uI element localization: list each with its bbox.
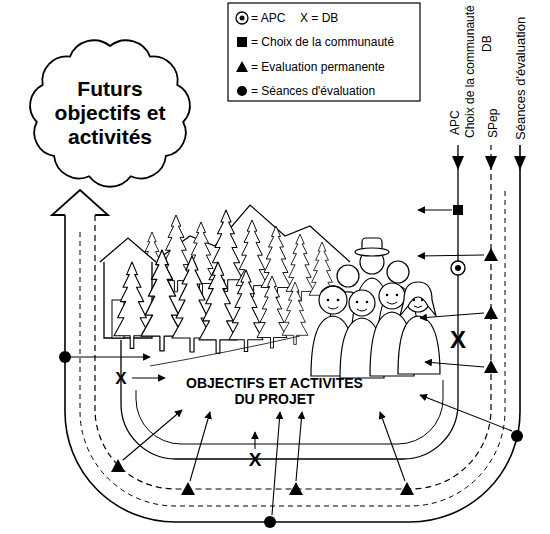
- person-hair: [321, 286, 345, 292]
- leader-lines: [71, 210, 512, 515]
- triangle-symbol: [400, 482, 414, 495]
- eye: [366, 301, 369, 304]
- legend-text: = Evaluation permanente: [251, 60, 385, 74]
- circle-symbol: [59, 351, 71, 363]
- cloud-shape: Futurs objectifs et activités: [25, 35, 195, 190]
- return-arrow: [52, 190, 108, 215]
- db-marker: X: [450, 328, 466, 352]
- house-roof: [100, 238, 156, 262]
- eye: [413, 299, 415, 301]
- choice-axis-label: Choix de la communauté: [463, 5, 477, 138]
- hat-brim: [355, 248, 389, 256]
- leader-arrow: [418, 209, 452, 210]
- track-arrow-head: [452, 156, 464, 170]
- legend-text: = Séances d'évaluation: [251, 84, 375, 98]
- person-head: [349, 290, 375, 316]
- person-head: [387, 261, 409, 283]
- apc-symbol-core: [240, 16, 245, 21]
- legend-box: [228, 3, 420, 101]
- leader-arrow: [71, 356, 150, 357]
- legend-text: X = DB: [300, 11, 338, 25]
- leader-arrow: [296, 412, 302, 481]
- leader-arrow: [190, 412, 210, 481]
- triangle-symbol: [236, 61, 248, 72]
- cloud-outline: [30, 40, 190, 186]
- square-symbol: [453, 205, 463, 215]
- person-head: [337, 265, 359, 287]
- head-scarf: [400, 282, 436, 316]
- triangle-symbol: [484, 360, 498, 373]
- leader-arrow: [418, 255, 484, 256]
- person-head: [379, 283, 405, 309]
- node-text: Futurs objectifs et activités: [45, 77, 175, 149]
- leader-arrow: [425, 362, 484, 367]
- db-marker: X: [115, 370, 126, 387]
- apc-axis-label: APC: [448, 110, 462, 135]
- evaluation-track: [121, 145, 458, 459]
- eye: [396, 294, 399, 297]
- leader-arrow: [420, 395, 512, 431]
- person-head: [319, 286, 347, 314]
- eye: [356, 301, 359, 304]
- leader-arrow: [123, 410, 182, 460]
- pine-tree: [282, 282, 308, 344]
- triangle-symbol: [111, 459, 125, 472]
- leader-arrow: [254, 432, 255, 449]
- leader-arrow: [420, 313, 484, 318]
- leader-arrow: [380, 412, 405, 481]
- smiles: [328, 302, 422, 311]
- triangle-symbol: [289, 482, 303, 495]
- leader-arrow: [132, 377, 165, 378]
- circle-symbol: [237, 86, 247, 96]
- node-text: OBJECTIFS ET ACTIVITES DU PROJET: [177, 375, 372, 407]
- triangle-symbol: [181, 482, 195, 495]
- apc-symbol: [236, 12, 248, 24]
- pine-tree: [229, 270, 263, 352]
- apc-symbol-core: [455, 265, 461, 271]
- mouth: [414, 306, 422, 308]
- eye: [327, 299, 330, 302]
- evaluation-track: [95, 145, 491, 489]
- apc-symbol: [451, 261, 465, 275]
- pine-tree: [257, 276, 287, 348]
- track-arrow-head: [485, 156, 497, 170]
- legend-text: = APC: [251, 11, 285, 25]
- db-marker: X: [249, 450, 262, 469]
- person-body: [398, 316, 440, 374]
- eye: [386, 294, 389, 297]
- triangle-symbol: [484, 306, 498, 319]
- square-symbol: [237, 37, 247, 47]
- track-arrow-head: [514, 156, 526, 170]
- people-group: [311, 238, 440, 378]
- circle-symbol: [511, 430, 523, 442]
- pine-tree: [286, 234, 314, 301]
- eye: [337, 299, 340, 302]
- spep-axis-label: SPep: [486, 109, 500, 138]
- mouth: [328, 307, 338, 309]
- forest-front: [114, 250, 308, 353]
- mouth: [357, 309, 367, 311]
- circle-symbol: [264, 516, 276, 528]
- legend-text: = Choix de la communauté: [251, 35, 394, 49]
- pine-tree: [261, 226, 291, 298]
- road-edge: [150, 336, 300, 366]
- track-group: [65, 145, 520, 522]
- faces: [327, 294, 423, 304]
- leader-arrow: [272, 412, 280, 515]
- mouth: [387, 302, 397, 304]
- evaluation-track: [65, 145, 520, 522]
- eye: [421, 299, 423, 301]
- session-axis-label: Séances d'évaluation: [513, 17, 529, 140]
- db-axis-label: DB: [480, 35, 494, 52]
- triangle-symbol: [484, 248, 498, 261]
